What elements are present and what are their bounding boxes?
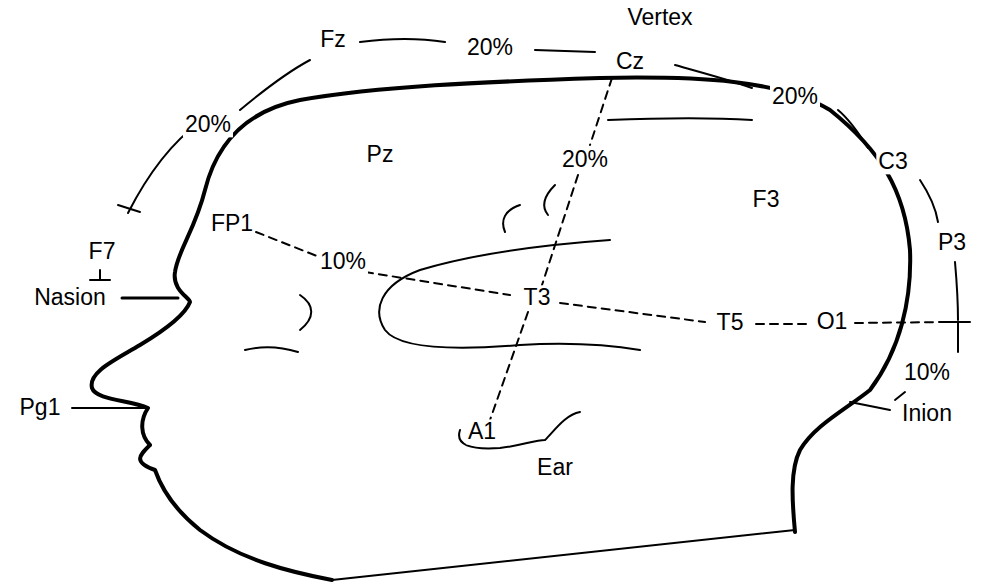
electrode-label: O1 [815,309,850,334]
electrode-label: C3 [876,149,909,174]
percent-label: 20% [770,84,820,109]
percent-label: 20% [183,112,233,137]
electrode-label: Pz [365,142,396,167]
percent-label: P3 [936,230,968,255]
electrode-label: T5 [715,310,746,335]
electrode-label: Cz [614,49,646,74]
percent-label: F7 [87,239,118,264]
landmark-label: Nasion [32,285,108,310]
electrode-label: Fz [318,27,348,52]
electrode-label: F3 [751,187,782,212]
percent-label: 20% [465,35,515,60]
percent-label: 10% [902,360,952,385]
title-label: Vertex [625,5,694,30]
landmark-label: Inion [900,401,954,426]
electrode-label: 20% [560,147,610,172]
electrode-label: A1 [466,419,498,444]
landmark-label: Ear [535,455,575,480]
electrode-label: 10% [318,249,368,274]
electrode-label: T3 [522,285,553,310]
electrode-label: Pg1 [18,395,63,420]
electrode-label: FP1 [209,211,255,236]
